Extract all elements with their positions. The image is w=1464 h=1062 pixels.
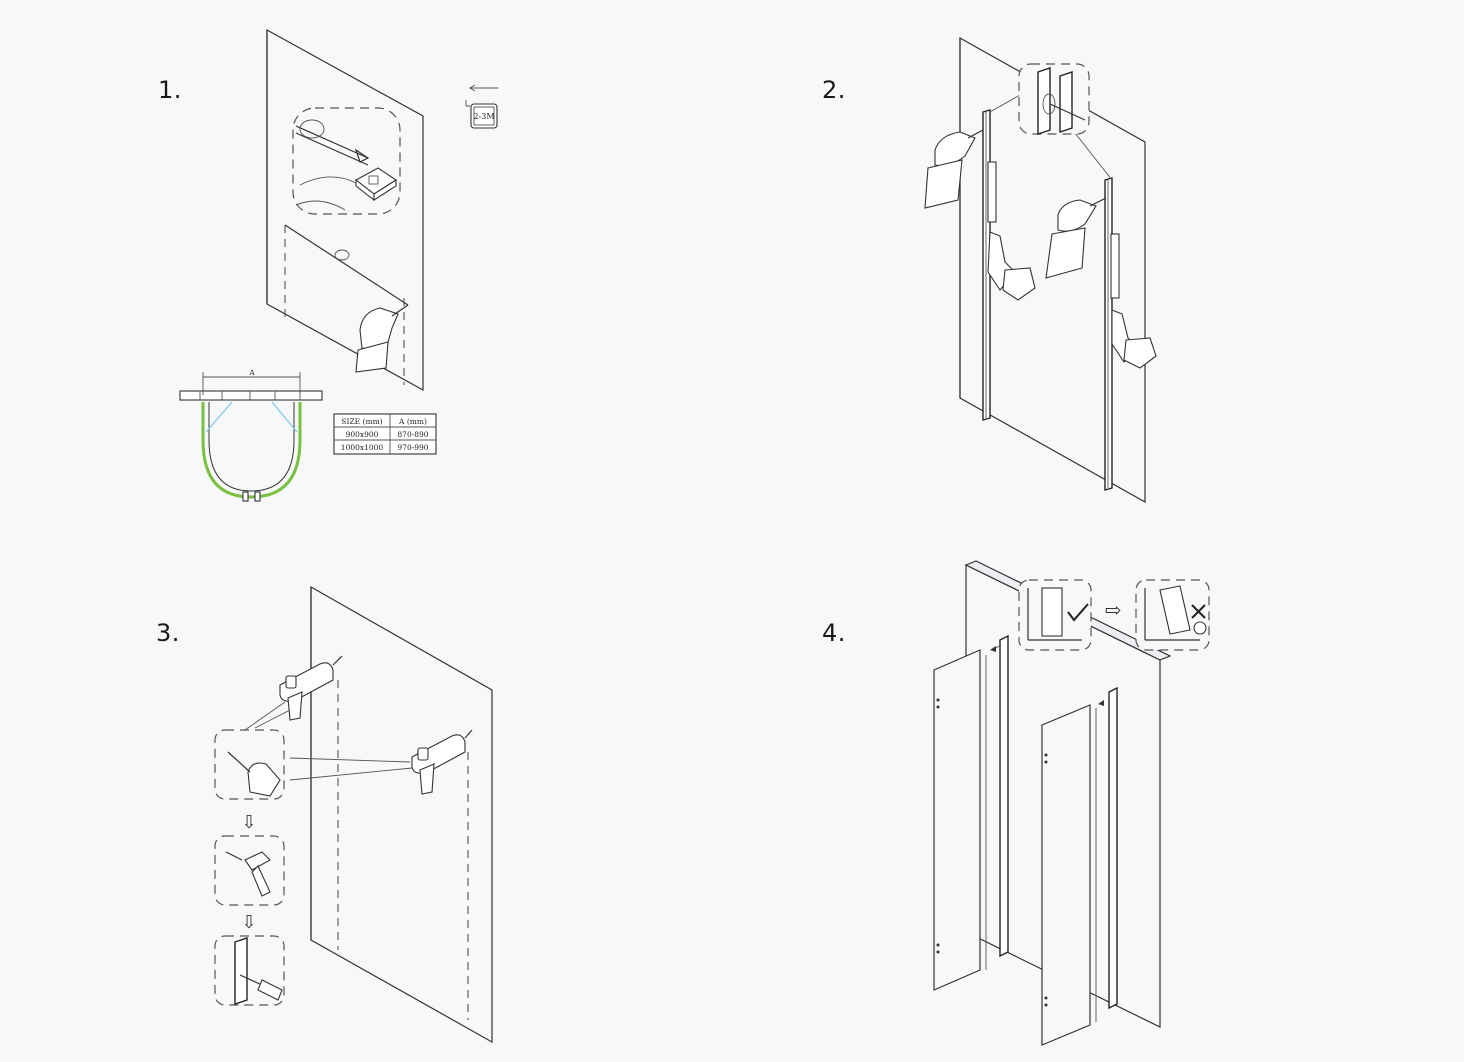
step4-illustration: ⇨ — [933, 560, 1210, 1046]
wall-top-view — [179, 390, 323, 401]
wall-profile-right — [1108, 686, 1118, 1010]
size-table-header-a: A (mm) — [398, 417, 427, 426]
glass-panel-left — [933, 649, 981, 991]
screwdriver-icon — [239, 974, 283, 1001]
anchor-detail-callout — [214, 835, 285, 906]
tape-measure-icon — [470, 103, 498, 129]
size-table-cell: 1000x1000 — [341, 443, 384, 452]
step3-illustration: ⇩ ⇩ — [214, 585, 493, 1044]
size-table-cell: 900x900 — [346, 430, 379, 439]
check-icon — [1067, 603, 1089, 622]
wall-profile-right — [1104, 177, 1113, 491]
wall-panel — [310, 585, 493, 1044]
pencil-icon — [924, 129, 984, 209]
drill-icon — [279, 655, 343, 721]
cross-icon — [1191, 604, 1206, 619]
pencil-icon — [1045, 197, 1107, 279]
glass-panel-right — [1041, 704, 1091, 1046]
drill-icon — [411, 729, 473, 795]
hand-icon — [1111, 309, 1157, 369]
size-table-cell: 970-990 — [397, 443, 428, 452]
size-table: SIZE (mm) A (mm) 900x900 870-890 1000x10… — [333, 413, 437, 455]
spirit-level — [1110, 233, 1120, 299]
size-table-cell: 870-890 — [397, 430, 428, 439]
arrow-right-icon: ⇨ — [1105, 598, 1122, 622]
arrow-down-icon: ⇩ — [241, 812, 256, 833]
dimension-a-label: A — [248, 369, 255, 377]
hand-icon — [987, 231, 1036, 301]
pencil-icon — [355, 304, 409, 373]
spirit-level — [987, 161, 997, 223]
step-number-4: 4. — [822, 619, 846, 647]
wall-profile-left — [999, 634, 1009, 958]
level-line — [284, 224, 409, 306]
step1-illustration: 2-3M A SIZE (mm) A (mm) 900x900 870-8 — [179, 28, 498, 502]
step-number-3: 3. — [156, 619, 180, 647]
tape-measure-icon — [354, 167, 398, 202]
hammer-icon — [225, 851, 271, 897]
arrow-down-icon: ⇩ — [241, 912, 256, 933]
level-detail-callout — [292, 107, 401, 215]
step-number-2: 2. — [822, 76, 846, 104]
tape-length-label: 2-3M — [473, 112, 494, 121]
step-number-1: 1. — [158, 76, 182, 104]
size-table-header-size: SIZE (mm) — [341, 417, 382, 426]
step2-illustration — [924, 36, 1157, 504]
quadrant-glass-outline — [201, 402, 302, 499]
